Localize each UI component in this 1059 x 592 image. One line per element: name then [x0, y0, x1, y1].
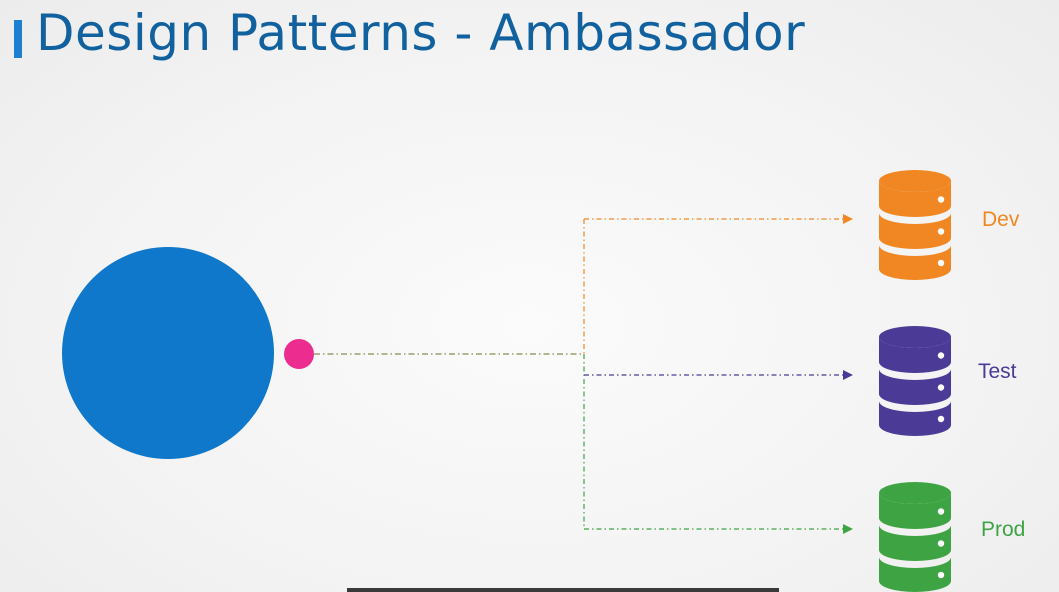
database-tier [879, 181, 951, 217]
database-led-dot [937, 384, 945, 391]
database-tier [879, 245, 951, 280]
prod-label: Prod [981, 518, 1025, 541]
database-tier [879, 493, 951, 529]
database-led-dot [937, 228, 945, 235]
title-accent-bar [14, 20, 22, 58]
video-progress-bar [347, 588, 779, 592]
database-top [879, 326, 951, 348]
database-tier [879, 337, 951, 373]
dev-database-icon [879, 170, 951, 280]
dev-label: Dev [982, 208, 1020, 231]
prod-database-icon [879, 482, 951, 592]
database-top [879, 170, 951, 192]
database-top [879, 482, 951, 504]
application-circle [62, 247, 274, 459]
page-title: Design Patterns - Ambassador [36, 4, 806, 62]
database-led-dot [937, 196, 945, 203]
database-tier [879, 369, 951, 405]
test-label: Test [978, 360, 1017, 383]
database-tier [879, 557, 951, 592]
database-led-dot [937, 259, 945, 267]
database-tier [879, 213, 951, 249]
database-led-dot [937, 540, 945, 547]
ambassador-dot [284, 339, 314, 369]
test-database-icon [879, 326, 951, 436]
database-tier [879, 525, 951, 561]
database-led-dot [937, 508, 945, 515]
database-led-dot [937, 352, 945, 359]
database-led-dot [937, 415, 945, 423]
database-tier [879, 401, 951, 436]
database-led-dot [937, 571, 945, 579]
